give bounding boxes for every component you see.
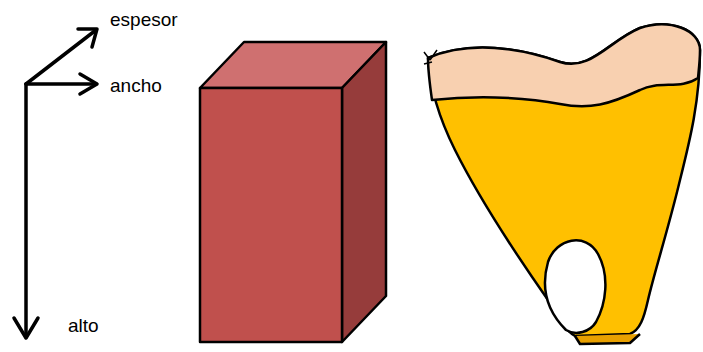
axis-label: ancho [110,76,162,95]
block [200,42,386,342]
axis-label: alto [68,316,99,335]
axes [14,29,97,338]
axis-label: espesor [110,10,178,29]
tooth [424,24,700,344]
